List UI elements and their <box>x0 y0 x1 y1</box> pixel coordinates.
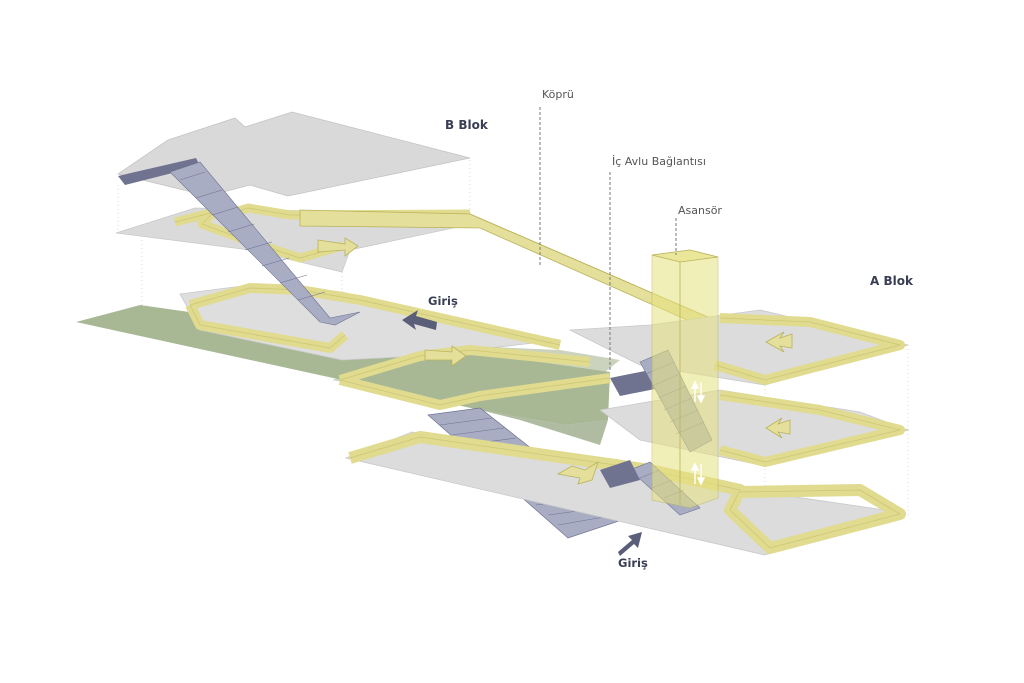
a-blok-upper-path-edge <box>714 317 901 381</box>
direction-arrow-icon <box>765 417 791 439</box>
up-down-arrows-icon <box>690 380 706 404</box>
b-blok-roof-slab <box>117 111 471 197</box>
b-blok-stair-upper <box>118 158 361 326</box>
direction-arrow-icon <box>556 461 599 485</box>
b-blok-label: B Blok <box>445 118 488 132</box>
direction-arrow-icon <box>765 331 793 353</box>
entrance-arrow-icon <box>402 310 437 330</box>
a-blok-lower-path-edge <box>349 436 901 549</box>
giris-lower-label: Giriş <box>618 556 648 570</box>
ic-avlu-label: İç Avlu Bağlantısı <box>612 155 706 168</box>
a-blok-label: A Blok <box>870 274 913 288</box>
ground-terrain-shadow <box>480 410 608 445</box>
elevator-shaft <box>651 249 719 509</box>
entrance-arrow-icon <box>618 532 642 556</box>
direction-arrow-icon <box>317 237 359 257</box>
leader-lines <box>539 107 677 370</box>
asansor-label: Asansör <box>678 204 722 217</box>
direction-arrow-icon <box>424 345 467 367</box>
a-blok-middle-path-edge <box>719 394 901 463</box>
giris-upper-label: Giriş <box>428 294 458 308</box>
up-down-arrows-icon <box>690 462 706 486</box>
kopru-label: Köprü <box>542 88 574 101</box>
